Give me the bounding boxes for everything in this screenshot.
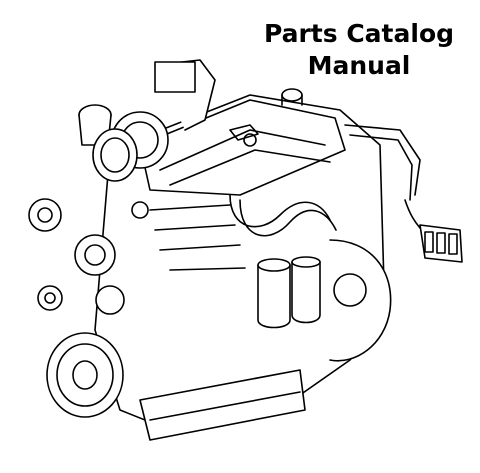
title-line-1: Parts Catalog [263,19,455,48]
fuel-lines [229,194,331,228]
turbocharger [78,104,169,182]
page-title: Parts Catalog Manual [244,18,474,82]
flywheel-housing [329,239,392,362]
valve-cover [139,99,346,196]
wiring-connector [404,199,463,263]
oil-pan [139,369,306,441]
oil-cap [281,88,303,102]
crank-damper [46,332,124,418]
front-pulleys [28,198,125,315]
title-line-2: Manual [307,51,411,80]
fuel-filters [257,256,321,329]
